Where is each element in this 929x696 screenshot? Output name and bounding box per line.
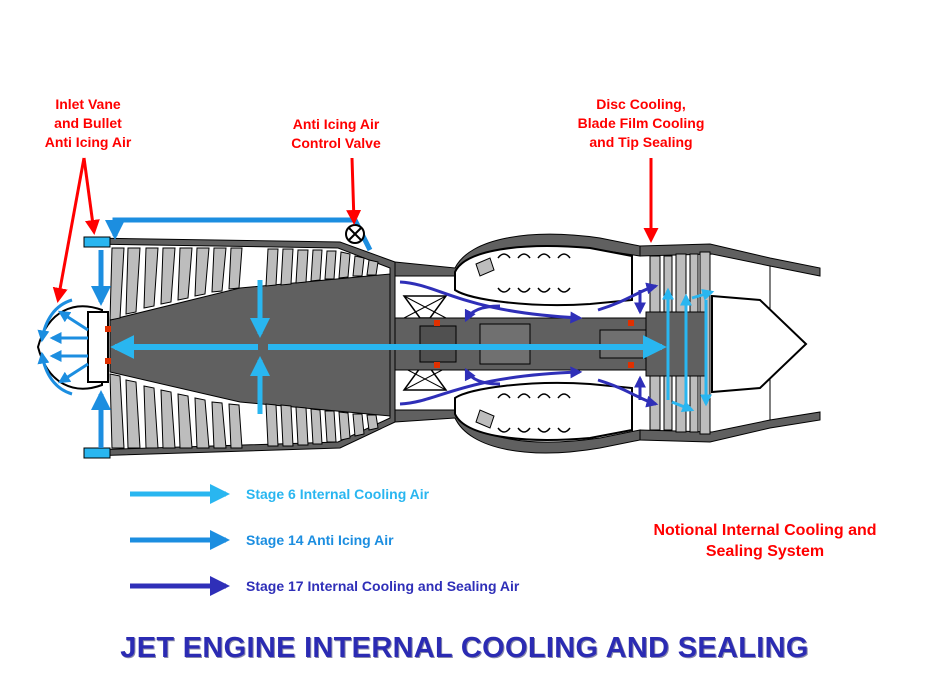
notional-system-note-line1: Notional Internal Cooling and <box>653 522 877 539</box>
combustion-chamber-lower <box>454 381 633 441</box>
anti-icing-control-valve <box>345 224 365 244</box>
stage17-sealing-flow <box>399 280 659 408</box>
callout-disc-cooling-line3: and Tip Sealing <box>589 134 693 150</box>
notional-system-note: Notional Internal Cooling and Sealing Sy… <box>620 520 910 562</box>
callout-inlet-vane-line3: Anti Icing Air <box>44 134 132 150</box>
legend-label-stage17: Stage 17 Internal Cooling and Sealing Ai… <box>246 578 520 594</box>
callout-pointers <box>52 157 659 303</box>
notional-system-note-line2: Sealing System <box>705 543 825 560</box>
exhaust-cone <box>711 294 808 394</box>
stage6-cooling-flow <box>110 280 715 414</box>
callout-disc-cooling: Disc Cooling, Blade Film Cooling and Tip… <box>566 95 716 152</box>
combustion-chamber-upper <box>454 245 633 307</box>
legend-label-stage6: Stage 6 Internal Cooling Air <box>246 486 430 502</box>
callout-anti-icing-valve-line2: Control Valve <box>291 135 381 151</box>
stage14-anti-icing-line <box>37 217 373 448</box>
legend-swatches <box>130 484 230 596</box>
compressor-blades-upper <box>109 247 379 321</box>
compressor-blades-lower <box>109 373 379 449</box>
callout-inlet-vane-line1: Inlet Vane <box>55 96 121 112</box>
legend-label-stage14: Stage 14 Anti Icing Air <box>246 532 394 548</box>
callout-inlet-vane: Inlet Vane and Bullet Anti Icing Air <box>28 95 148 152</box>
callout-anti-icing-valve: Anti Icing Air Control Valve <box>276 115 396 153</box>
callout-inlet-vane-line2: and Bullet <box>54 115 122 131</box>
callout-anti-icing-valve-line1: Anti Icing Air <box>292 116 380 132</box>
callout-disc-cooling-line1: Disc Cooling, <box>596 96 686 112</box>
callout-disc-cooling-line2: Blade Film Cooling <box>577 115 705 131</box>
page-title: JET ENGINE INTERNAL COOLING AND SEALING <box>120 632 809 664</box>
